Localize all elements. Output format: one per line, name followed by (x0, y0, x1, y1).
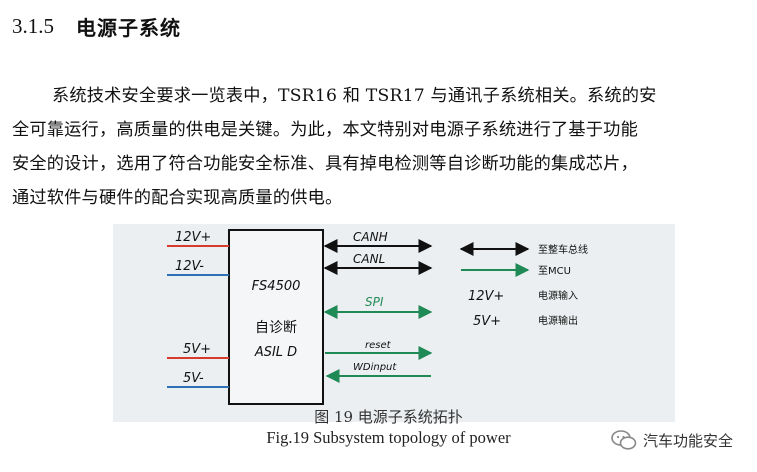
power-topology-figure: FS4500 自诊断 ASIL D 12V+ 12V- 5V+ 5V- CANH… (113, 224, 675, 422)
paragraph-line: 系统技术安全要求一览表中，TSR16 和 TSR17 与通讯子系统相关。系统的安 (52, 86, 657, 106)
canh-label: CANH (353, 230, 388, 244)
figure-caption-en: Fig.19 Subsystem topology of power (266, 428, 511, 447)
legend-power-in-label: 电源输入 (538, 289, 578, 302)
chip-box (228, 229, 324, 405)
input-12v-plus-label: 12V+ (175, 230, 211, 245)
canl-label: CANL (353, 252, 385, 266)
legend-power-out-label: 电源输出 (538, 314, 578, 327)
chip-name: FS4500 (252, 279, 301, 294)
paragraph-line: 安全的设计，选用了符合功能安全标准、具有掉电检测等自诊断功能的集成芯片， (12, 154, 638, 174)
input-5v-minus-label: 5V- (183, 371, 204, 386)
section-title: 电源子系统 (76, 15, 181, 40)
legend-5v-symbol: 5V+ (473, 314, 501, 329)
chip-asil-label: ASIL D (254, 345, 297, 360)
paragraph-line: 全可靠运行，高质量的供电是关键。为此，本文特别对电源子系统进行了基于功能 (12, 120, 638, 140)
figure-caption-cn: 图 19 电源子系统拓扑 (314, 408, 463, 426)
watermark: 汽车功能安全 (611, 428, 733, 452)
chip-diag-label: 自诊断 (255, 320, 297, 336)
topology-diagram: FS4500 自诊断 ASIL D 12V+ 12V- 5V+ 5V- CANH… (167, 229, 588, 405)
spi-label: SPI (365, 295, 384, 309)
legend-mcu-label: 至MCU (538, 265, 571, 277)
body-paragraph: 系统技术安全要求一览表中，TSR16 和 TSR17 与通讯子系统相关。系统的安… (12, 79, 744, 215)
legend-12v-symbol: 12V+ (468, 289, 504, 304)
wdinput-label: WDinput (353, 362, 397, 373)
section-heading: 3.1.5 电源子系统 (12, 10, 181, 42)
paragraph-line: 通过软件与硬件的配合实现高质量的供电。 (12, 188, 343, 208)
legend-bus-label: 至整车总线 (538, 243, 588, 256)
section-number: 3.1.5 (12, 13, 54, 38)
reset-label: reset (365, 340, 392, 351)
wechat-icon (611, 430, 637, 450)
watermark-text: 汽车功能安全 (642, 431, 733, 450)
input-12v-minus-label: 12V- (175, 259, 204, 274)
input-5v-plus-label: 5V+ (183, 342, 211, 357)
